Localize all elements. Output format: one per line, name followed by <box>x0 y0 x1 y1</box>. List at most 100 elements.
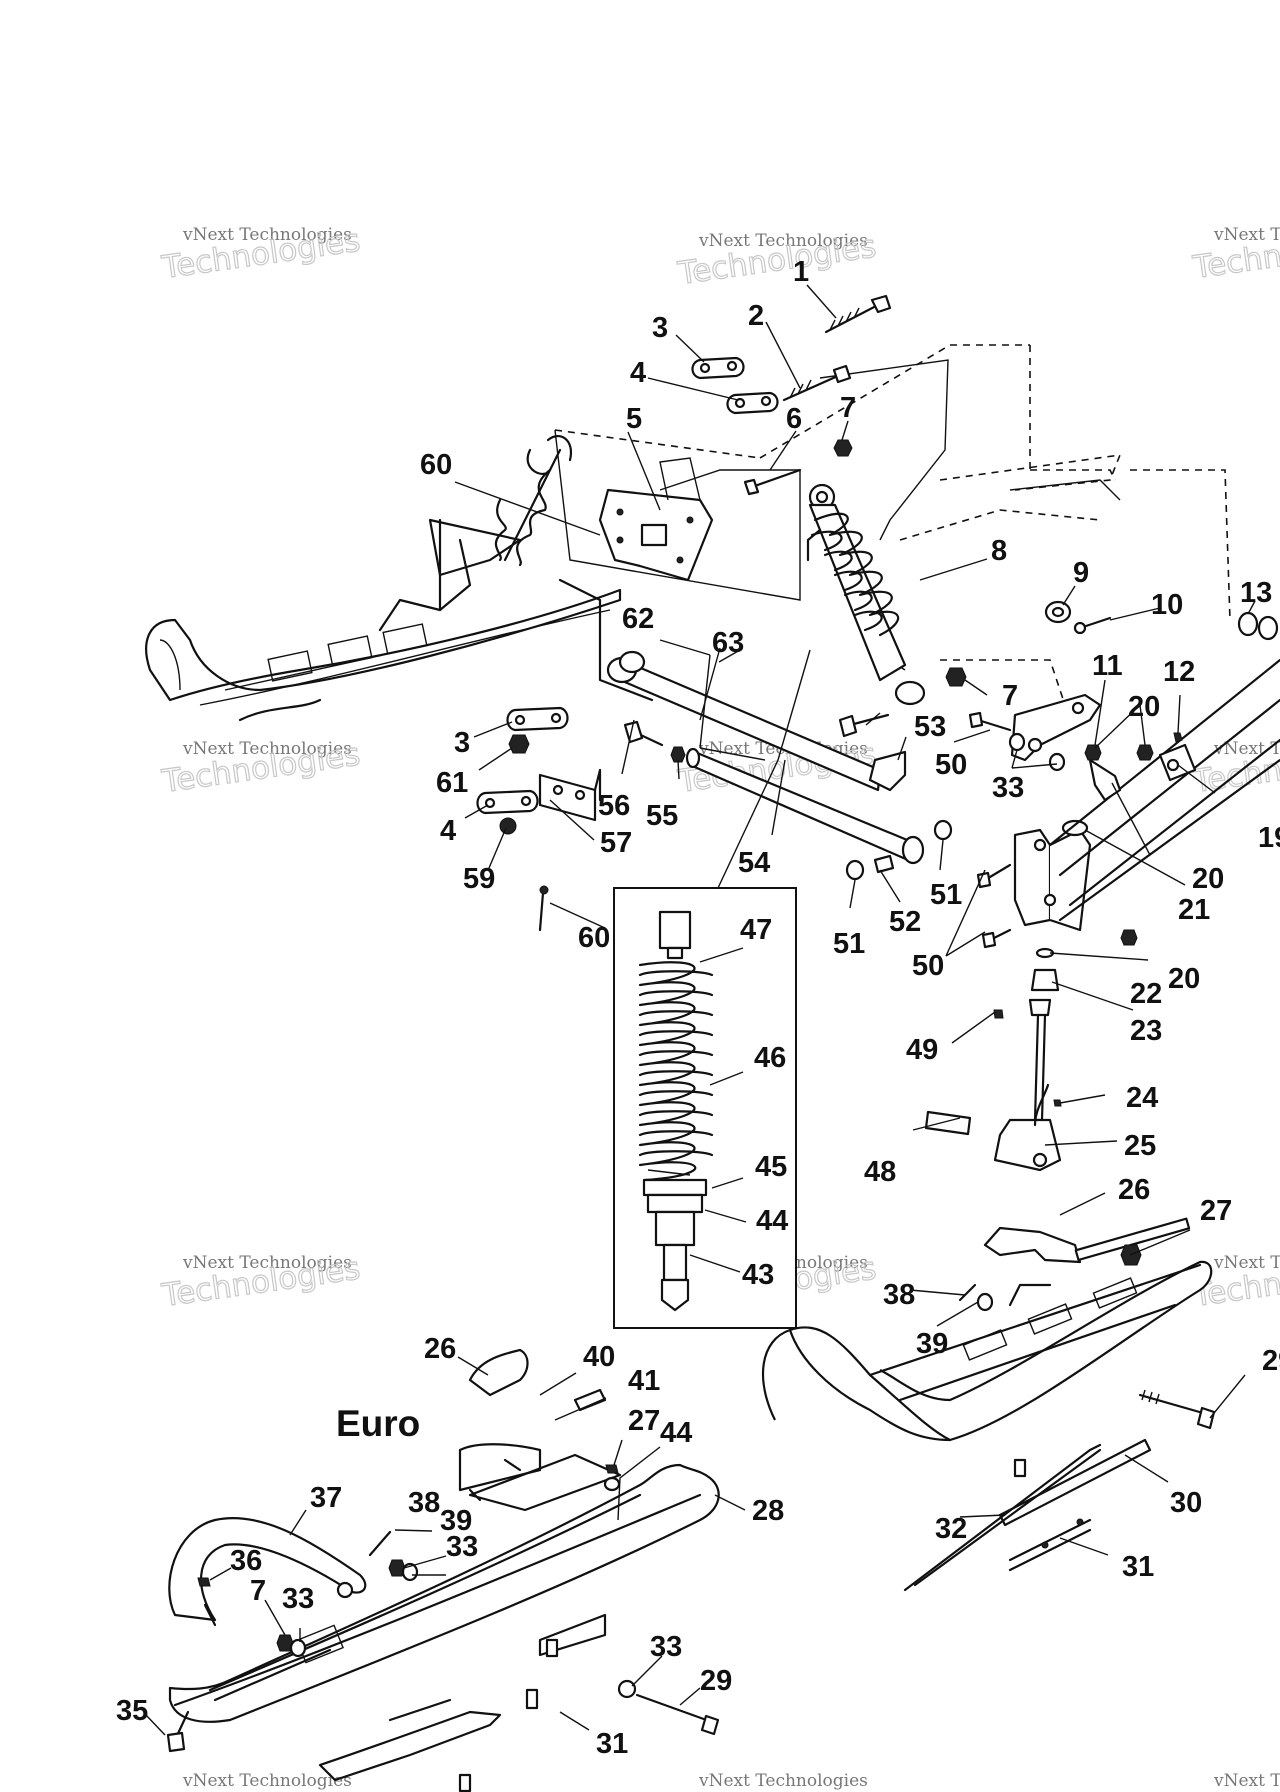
callout-53: 53 <box>914 711 946 743</box>
watermark: vNext Technologies <box>182 1771 352 1791</box>
callout-24: 24 <box>1126 1082 1158 1114</box>
callout-5: 5 <box>626 403 642 435</box>
callout-38b: 38 <box>408 1487 440 1519</box>
callout-4b: 4 <box>440 815 456 847</box>
lower-radius-rod <box>685 747 925 865</box>
svg-text:vNext Technologies: vNext Technologies <box>182 739 352 759</box>
callout-47: 47 <box>740 914 772 946</box>
callout-40: 40 <box>583 1341 615 1373</box>
callout-29b: 29 <box>700 1665 732 1697</box>
callout-51b: 51 <box>833 928 865 960</box>
callout-3b: 3 <box>454 727 470 759</box>
callout-20: 20 <box>1192 863 1224 895</box>
callout-35: 35 <box>116 1695 148 1727</box>
callout-27b: 27 <box>628 1405 660 1437</box>
chassis-frame <box>554 344 1231 721</box>
callout-26b: 26 <box>424 1333 456 1365</box>
euro-ski <box>168 1348 720 1782</box>
callout-39: 39 <box>916 1328 948 1360</box>
callout-38: 38 <box>883 1279 915 1311</box>
callout-14: 13 <box>1240 577 1272 609</box>
callout-22: 22 <box>1130 978 1162 1010</box>
leader-lines <box>144 284 1256 1736</box>
callout-59: 59 <box>463 863 495 895</box>
callout-7b: 7 <box>1002 680 1018 712</box>
callout-6: 6 <box>786 403 802 435</box>
watermark: vNext Technologies Technologies <box>159 1250 363 1315</box>
callout-50b: 50 <box>912 950 944 982</box>
watermark: vNext Technologies <box>698 1771 868 1791</box>
callout-49: 49 <box>906 1034 938 1066</box>
callout-44: 44 <box>756 1205 788 1237</box>
watermark: vNext Technologies <box>1213 1771 1280 1791</box>
callout-33d: 33 <box>650 1631 682 1663</box>
callout-39b: 39 <box>440 1505 472 1537</box>
watermark: vNext Technologies Technologies <box>675 228 879 293</box>
callout-41: 41 <box>628 1365 660 1397</box>
callout-7: 7 <box>840 392 856 424</box>
shock-mount-plate <box>598 457 714 582</box>
callout-37: 37 <box>310 1482 342 1514</box>
callout-54: 54 <box>738 847 770 879</box>
shock-detail-panel <box>613 887 797 1329</box>
callout-60: 61 <box>436 767 468 799</box>
callout-29: 29 <box>1262 1345 1280 1377</box>
callout-10: 10 <box>1151 589 1183 621</box>
callout-28: 28 <box>752 1495 784 1527</box>
callout-12b: 20 <box>1168 963 1200 995</box>
euro-label: Euro <box>336 1403 420 1444</box>
callout-25: 25 <box>1124 1130 1156 1162</box>
callout-31b: 31 <box>596 1728 628 1760</box>
callout-21: 21 <box>1178 894 1210 926</box>
hardware <box>166 294 1279 1792</box>
callout-3: 3 <box>652 312 668 344</box>
callout-23: 23 <box>1130 1015 1162 1047</box>
callout-57: 57 <box>600 827 632 859</box>
callout-61: 62 <box>622 603 654 635</box>
callout-33c: 33 <box>282 1583 314 1615</box>
svg-text:vNext Technologies: vNext Technologies <box>182 225 352 245</box>
callout-42: 44 <box>660 1417 692 1449</box>
svg-text:vNext Technologies: vNext Technologies <box>1213 225 1280 245</box>
left-side-suspension <box>145 435 622 722</box>
callout-labels: 1 2 3 4 5 6 7 60 8 9 10 13 62 63 11 12 7… <box>116 256 1280 1760</box>
callout-7c: 7 <box>250 1575 266 1607</box>
callout-4: 4 <box>630 357 646 389</box>
svg-text:vNext Technologies: vNext Technologies <box>182 1771 352 1791</box>
callout-58b: 60 <box>578 922 610 954</box>
callout-58: 60 <box>420 449 452 481</box>
callout-48: 48 <box>864 1156 896 1188</box>
callout-33b: 33 <box>446 1531 478 1563</box>
steering-arm <box>1010 693 1102 762</box>
callout-11: 11 <box>1092 650 1123 682</box>
callout-30: 30 <box>1170 1487 1202 1519</box>
callout-2: 2 <box>748 300 764 332</box>
callout-8: 8 <box>991 535 1007 567</box>
callout-52: 52 <box>889 906 921 938</box>
callout-1: 1 <box>793 256 809 288</box>
callout-45: 45 <box>755 1151 787 1183</box>
callout-55: 55 <box>646 800 678 832</box>
watermark: vNext Technologies Technologies <box>159 736 363 801</box>
watermark: vNext Technologies Technologies <box>1190 736 1280 801</box>
upper-control-arm <box>558 578 907 792</box>
callout-27: 27 <box>1200 1195 1232 1227</box>
watermark: vNext Technologies Technologies <box>1190 222 1280 287</box>
watermark: vNext Technologies Technologies <box>159 222 363 287</box>
callout-31: 31 <box>1122 1551 1154 1583</box>
callout-13: 12 <box>1163 656 1195 688</box>
svg-text:vNext Technologies: vNext Technologies <box>182 1253 352 1273</box>
callout-12: 20 <box>1128 691 1160 723</box>
callout-9: 9 <box>1073 557 1089 589</box>
callout-56: 56 <box>598 790 630 822</box>
callout-50: 50 <box>935 749 967 781</box>
callout-46: 46 <box>754 1042 786 1074</box>
callout-51: 51 <box>930 879 962 911</box>
svg-text:vNext Technologies: vNext Technologies <box>698 1771 868 1791</box>
callout-33: 33 <box>992 772 1024 804</box>
callout-19: 19 <box>1258 822 1280 854</box>
front-shock-absorber <box>806 483 926 706</box>
callout-26: 26 <box>1118 1174 1150 1206</box>
callout-32: 32 <box>935 1513 967 1545</box>
